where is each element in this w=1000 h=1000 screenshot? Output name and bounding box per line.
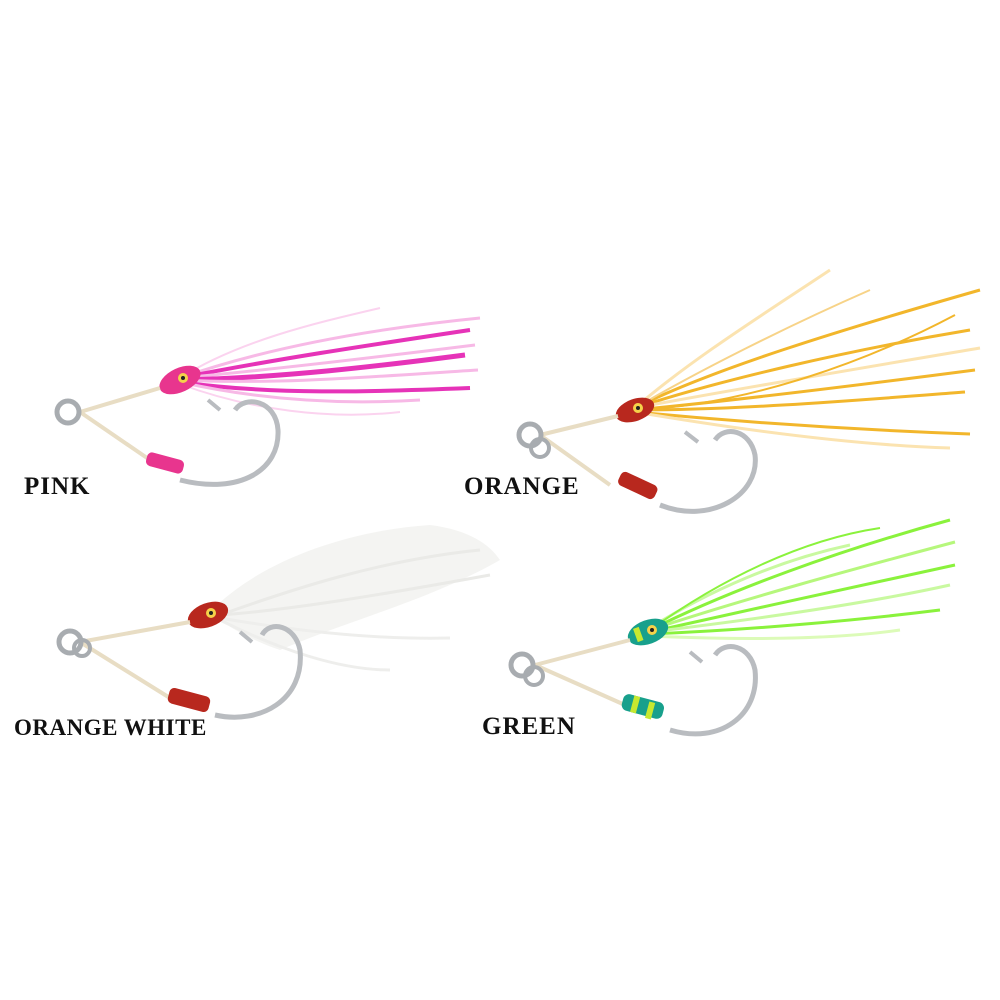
sleeve-orange-white <box>167 687 211 713</box>
skirt-green <box>649 518 956 640</box>
ring-green <box>508 651 536 679</box>
label-orange-white: ORANGE WHITE <box>14 715 207 740</box>
hook-orange-white <box>214 624 303 720</box>
skirt-orange <box>634 268 981 450</box>
line-orange <box>538 414 619 487</box>
ring-orange <box>516 421 544 449</box>
sleeve-green <box>621 694 665 719</box>
skirt-orange-white <box>210 525 500 672</box>
line-green <box>534 638 631 707</box>
lure-orange <box>516 268 981 514</box>
label-green: GREEN <box>482 713 576 740</box>
sleeve-orange <box>618 471 658 500</box>
skirt-pink <box>179 307 481 416</box>
hook-pink <box>179 399 281 487</box>
sleeve-pink <box>145 452 185 474</box>
line-orange-white <box>78 620 191 700</box>
lure-green <box>508 518 956 737</box>
lure-orange-white <box>56 525 500 720</box>
line-pink <box>78 386 161 462</box>
hook-green <box>669 644 758 737</box>
ring-pink <box>54 398 82 426</box>
label-pink: PINK <box>24 473 91 500</box>
label-orange: ORANGE <box>464 473 580 500</box>
hook-orange <box>659 429 758 514</box>
lure-pink <box>54 307 481 487</box>
